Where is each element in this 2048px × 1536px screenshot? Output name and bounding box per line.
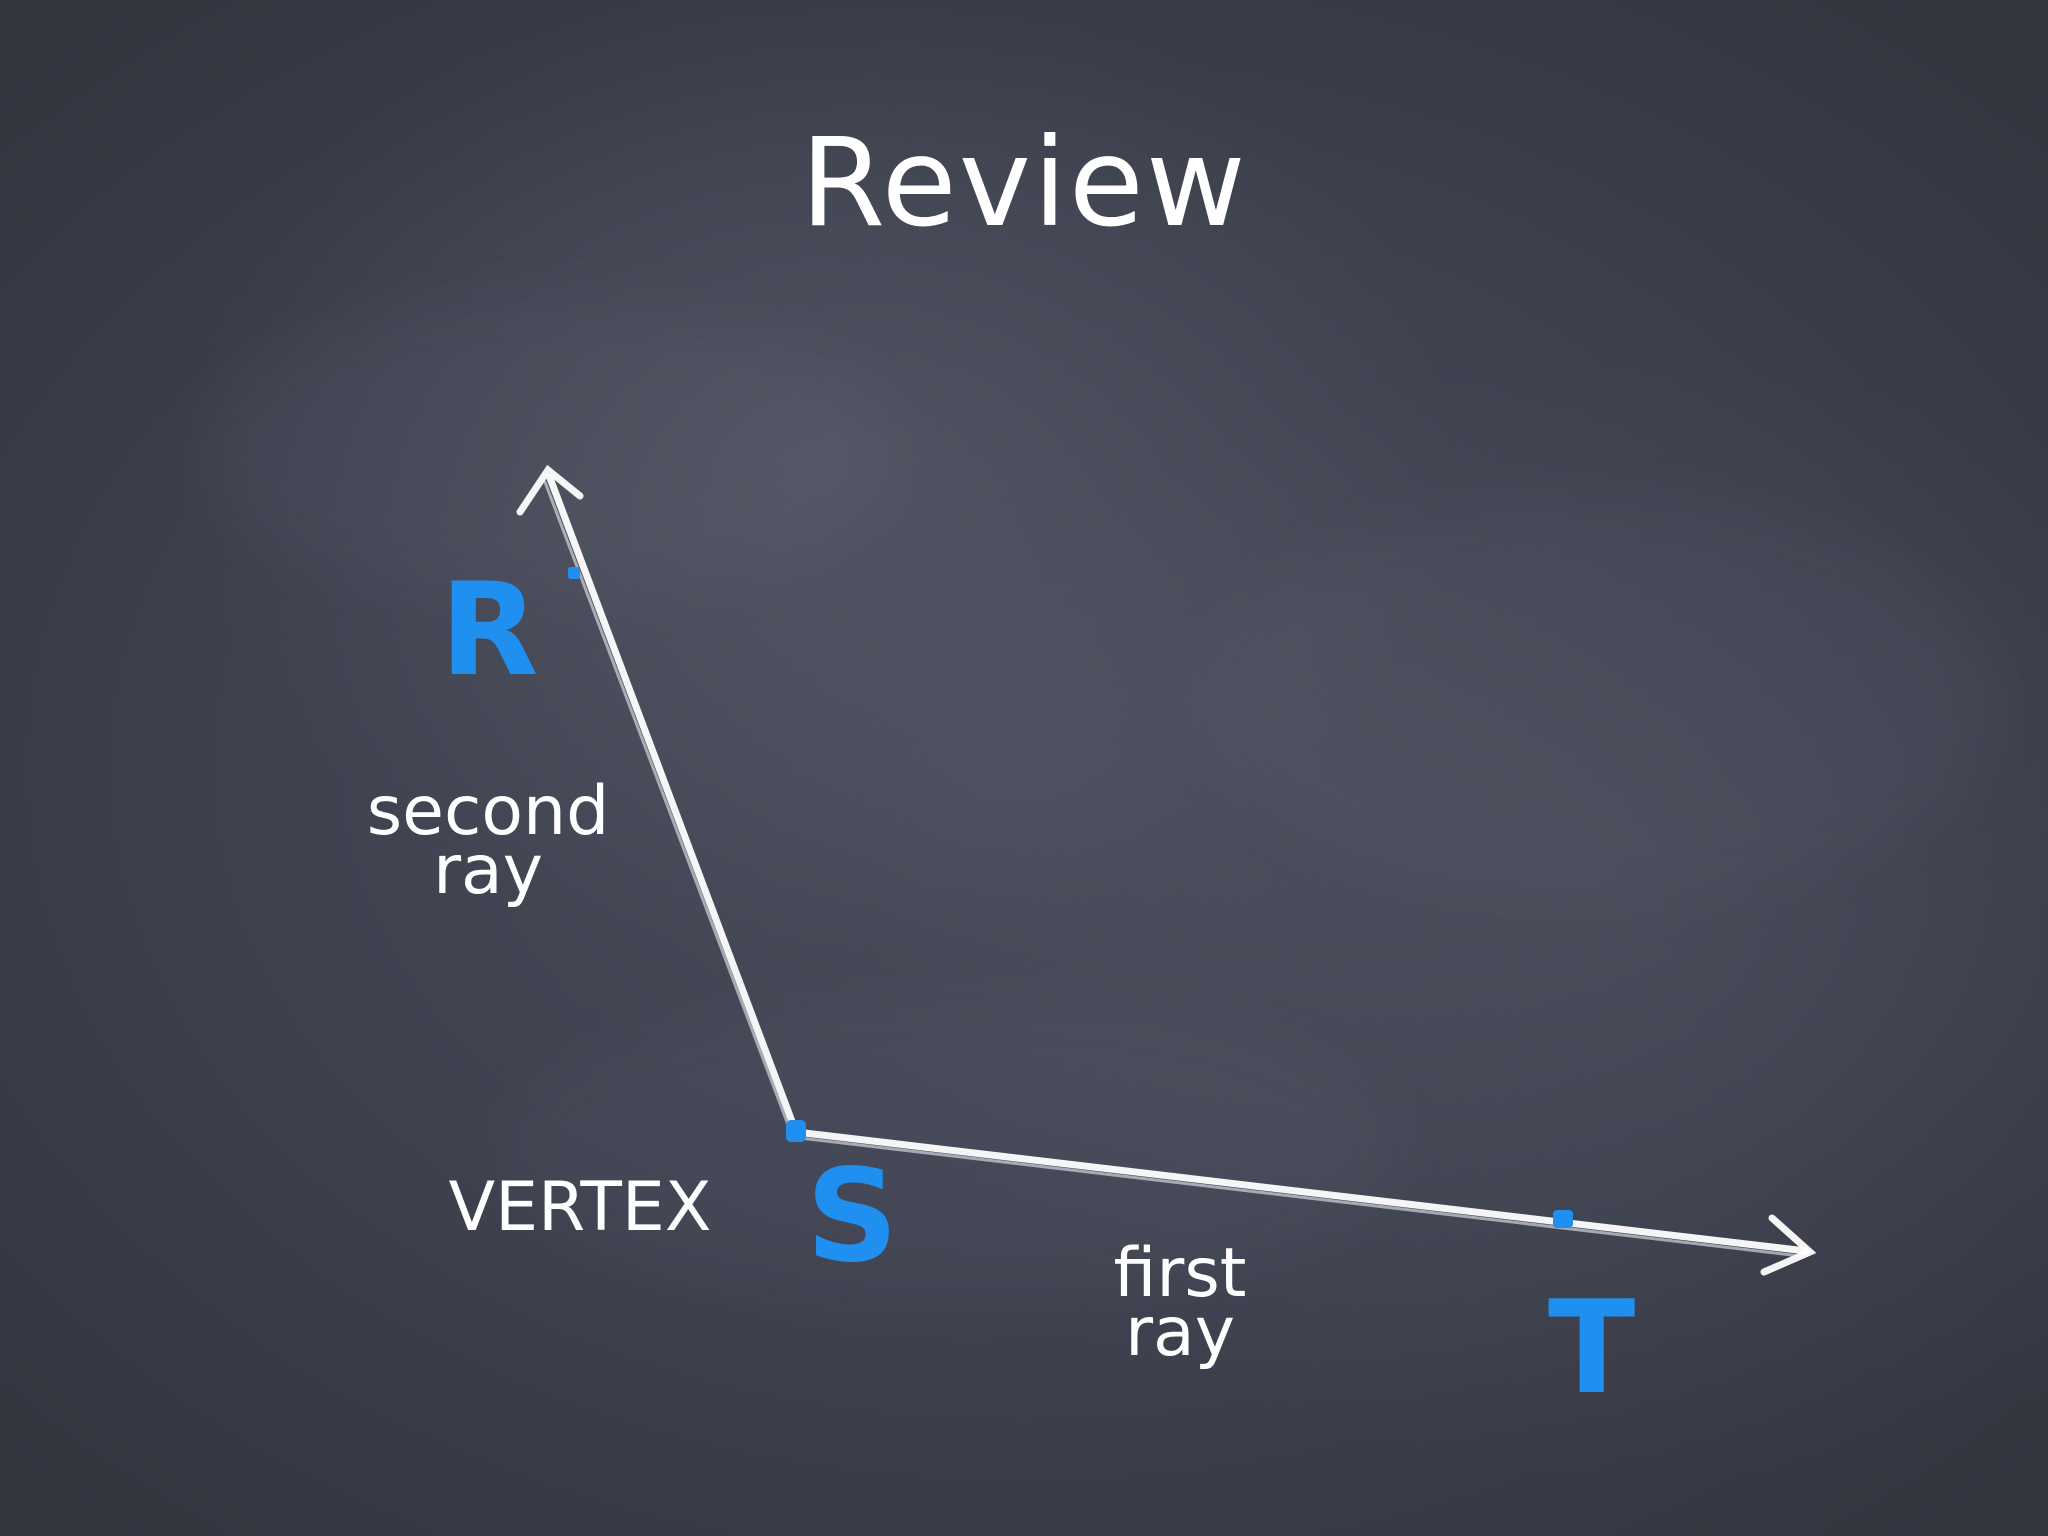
first-ray xyxy=(792,1128,1817,1276)
point-s-dot xyxy=(786,1120,806,1142)
vertex-label: VERTEX xyxy=(449,1168,712,1247)
point-r-dot xyxy=(568,567,580,579)
point-t-dot xyxy=(1553,1210,1573,1228)
second-ray xyxy=(516,464,800,1136)
slide-title: Review xyxy=(800,112,1247,254)
first-ray-arrowhead xyxy=(1760,1214,1817,1276)
point-t-label: T xyxy=(1548,1274,1635,1423)
point-s-label: S xyxy=(806,1142,898,1291)
first-ray-line xyxy=(792,1128,1810,1255)
second-ray-label-line2: ray xyxy=(433,831,543,910)
first-ray-label-line1: first xyxy=(1114,1234,1247,1313)
second-ray-arrowhead xyxy=(516,464,584,516)
point-r-label: R xyxy=(440,556,539,705)
first-ray-chalk-edge xyxy=(798,1136,1802,1258)
second-ray-line xyxy=(546,474,800,1136)
first-ray-label-line2: ray xyxy=(1125,1293,1235,1372)
second-ray-chalk-edge xyxy=(543,480,792,1132)
second-ray-label-line1: second xyxy=(367,772,610,851)
